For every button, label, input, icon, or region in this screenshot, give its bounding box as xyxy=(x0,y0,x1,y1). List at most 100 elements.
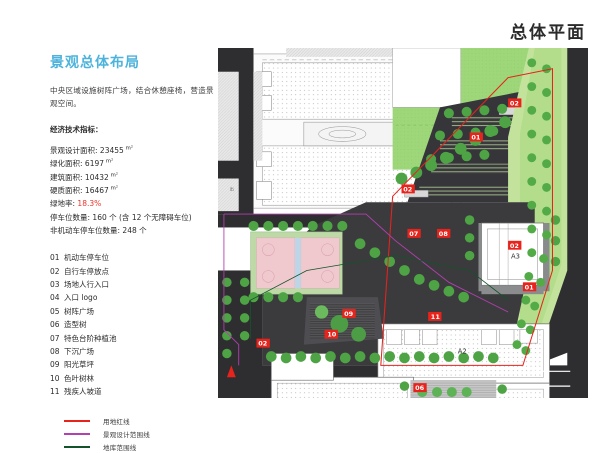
site-plan-drawing: A3 A2 出 02 01 02 07 08 02 01 11 09 10 02… xyxy=(218,48,588,398)
sunlight-lawn-and-woods xyxy=(303,297,384,345)
legend-item-label: 下沉广场 xyxy=(64,346,94,356)
svg-text:02: 02 xyxy=(258,340,267,348)
legend-item-number: 09 xyxy=(50,360,60,370)
svg-text:11: 11 xyxy=(431,313,441,321)
plan-marker: 02 xyxy=(401,184,415,193)
legend-item-label: 特色台阶种植池 xyxy=(64,333,117,343)
legend-item-label: 造型树 xyxy=(64,320,87,330)
plan-marker: 11 xyxy=(428,311,442,321)
metric-label: 绿地率: xyxy=(50,199,78,209)
plan-marker: 02 xyxy=(256,338,270,348)
plan-markers: 02 01 02 07 08 02 01 11 09 10 02 06 05 1… xyxy=(256,98,537,392)
legend-item-03: 03 场地人行入口 xyxy=(50,278,220,291)
metric-row: 停车位数量: 160 个 (含 12 个无障碍车位) xyxy=(50,211,220,224)
legend-item-number: 03 xyxy=(50,280,60,290)
legend-item-number: 08 xyxy=(50,346,60,356)
metric-value: 10432 xyxy=(84,172,109,182)
info-column: 景观总体布局 中央区域设施树阵广场，结合休憩座椅，营造景观空间。 经济技术指标：… xyxy=(50,55,220,453)
legend-item-label: 自行车停放点 xyxy=(64,266,109,276)
legend-item-label: 残疾人坡道 xyxy=(64,386,102,396)
legend-item-label: 场地人行入口 xyxy=(64,280,109,290)
plan-marker: 06 xyxy=(413,383,427,392)
line-legend-swatch xyxy=(64,432,90,435)
legend-item-label: 阳光草坪 xyxy=(64,360,94,370)
legend-item-10: 10 色叶树林 xyxy=(50,372,220,385)
line-legend-swatch xyxy=(64,445,90,448)
metric-row: 景观设计面积: 23455 m² xyxy=(50,144,220,157)
metric-label: 建筑面积: xyxy=(50,172,85,182)
metric-label: 景观设计面积: xyxy=(50,146,100,156)
scale-bar xyxy=(531,370,571,387)
line-legend-label: 地库范围线 xyxy=(103,443,137,452)
site-plan-svg: A3 A2 出 02 01 02 07 08 02 01 11 09 10 02… xyxy=(218,48,588,398)
line-legend-label: 用地红线 xyxy=(103,417,130,426)
svg-text:01: 01 xyxy=(471,133,481,141)
legend-item-label: 树阵广场 xyxy=(64,306,94,316)
legend-item-06: 06 造型树 xyxy=(50,318,220,331)
legend-item-number: 06 xyxy=(50,320,60,330)
metric-unit: m² xyxy=(108,185,119,192)
north-arrow-icon xyxy=(226,365,236,378)
legend-item-number: 07 xyxy=(50,333,60,343)
metric-row: 绿地率: 18.3% xyxy=(50,197,220,210)
plan-marker: 09 xyxy=(342,309,356,318)
metric-row: 硬质面积: 16467 m² xyxy=(50,184,220,197)
building-label-a2: A2 xyxy=(458,348,467,356)
legend-item-08: 08 下沉广场 xyxy=(50,345,220,358)
legend-item-09: 09 阳光草坪 xyxy=(50,358,220,371)
sheet-title: 总体平面 xyxy=(510,23,586,43)
metric-value: 16467 xyxy=(84,186,109,196)
west-paving xyxy=(218,71,263,212)
plan-marker: 02 xyxy=(508,98,522,107)
metric-value: 18.3% xyxy=(77,199,102,209)
legend-item-label: 入口 logo xyxy=(64,293,98,303)
svg-text:09: 09 xyxy=(344,310,354,318)
description-text: 中央区域设施树阵广场，结合休憩座椅，营造景观空间。 xyxy=(50,85,214,108)
land-red-line xyxy=(380,68,553,366)
svg-text:07: 07 xyxy=(409,230,418,238)
tree-canopies xyxy=(222,103,561,394)
plan-marker: 01 xyxy=(469,132,483,142)
line-legend: 用地红线景观设计范围线地库范围线 xyxy=(50,414,220,453)
plan-marker: 01 xyxy=(522,282,537,291)
metric-row: 建筑面积: 10432 m² xyxy=(50,171,220,184)
metric-unit: m² xyxy=(108,172,119,179)
metric-value: 23455 xyxy=(99,146,124,156)
plan-marker: 08 xyxy=(437,228,451,238)
metric-label: 硬质面积: xyxy=(50,186,85,196)
legend-item-label: 色叶树林 xyxy=(64,373,94,383)
metric-value: 6197 xyxy=(84,159,105,169)
tree-array-plaza xyxy=(410,380,497,398)
svg-text:02: 02 xyxy=(510,99,519,107)
legend-item-number: 01 xyxy=(50,253,60,263)
landscape-scope-line xyxy=(223,213,509,366)
svg-text:02: 02 xyxy=(510,242,519,250)
line-legend-row: 地库范围线 xyxy=(50,440,220,453)
metric-value: 160 个 (含 12 个无障碍车位) xyxy=(92,212,192,222)
metrics-heading: 经济技术指标： xyxy=(50,125,103,135)
garage-scope-line xyxy=(250,255,509,339)
line-legend-label: 景观设计范围线 xyxy=(103,430,150,439)
sports-court xyxy=(250,231,343,295)
presentation-board: 总体平面 景观总体布局 中央区域设施树阵广场，结合休憩座椅，营造景观空间。 经济… xyxy=(50,23,588,452)
metric-unit: m² xyxy=(123,145,134,152)
metric-value: 248 个 xyxy=(122,226,147,236)
legend-item-number: 10 xyxy=(50,373,60,383)
line-legend-row: 用地红线 xyxy=(50,414,220,427)
metric-row: 绿化面积: 6197 m² xyxy=(50,157,220,170)
metric-label: 绿化面积: xyxy=(50,159,85,169)
svg-text:01: 01 xyxy=(525,283,535,291)
svg-text:10: 10 xyxy=(327,331,337,339)
metric-label: 停车位数量: xyxy=(50,212,93,222)
building-label-a3: A3 xyxy=(511,253,520,261)
legend-item-number: 02 xyxy=(50,266,60,276)
line-legend-swatch xyxy=(64,419,90,422)
line-legend-row: 景观设计范围线 xyxy=(50,427,220,440)
svg-text:06: 06 xyxy=(415,384,425,392)
